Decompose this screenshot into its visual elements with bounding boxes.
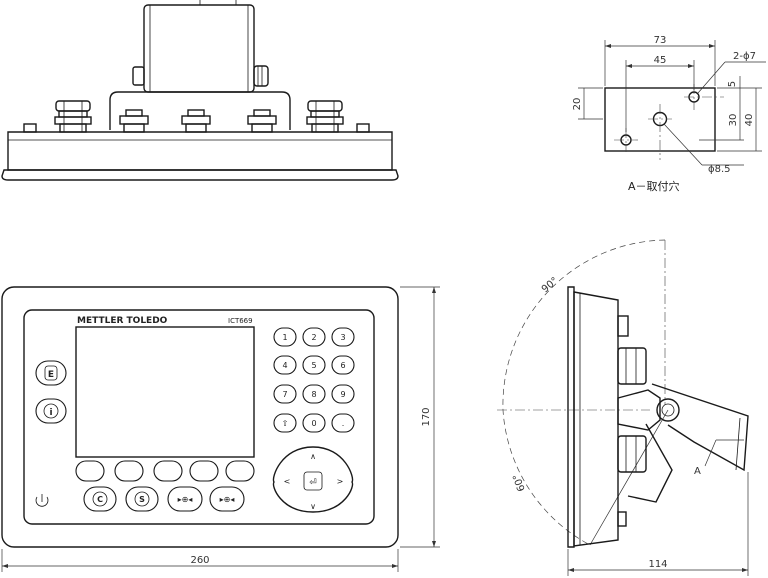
dim-width-label: 260 [190, 555, 209, 566]
function-key-1[interactable] [75, 460, 105, 482]
keypad-key-6[interactable]: 6 [331, 355, 355, 375]
svg-text:7: 7 [282, 390, 287, 399]
keypad-key-2[interactable]: 2 [302, 327, 326, 347]
keypad-key-0[interactable]: 0 [302, 413, 326, 433]
keypad-key-5[interactable]: 5 [302, 355, 326, 375]
keypad-key-7[interactable]: 7 [273, 384, 297, 404]
pivot-knob [656, 398, 680, 422]
nav-up-icon[interactable]: ∧ [310, 452, 316, 461]
numeric-keypad: 1 2 3 4 5 6 7 8 9 ⇧ 0 . [273, 327, 355, 433]
svg-text:S: S [139, 495, 145, 504]
function-key-4[interactable] [189, 460, 219, 482]
keypad-key-4[interactable]: 4 [273, 355, 297, 375]
bracket-plate [604, 87, 716, 152]
dim-30-label: 30 [728, 114, 739, 127]
svg-text:8: 8 [311, 390, 316, 399]
soft-key-clear[interactable]: C [83, 486, 117, 512]
keypad-key-1[interactable]: 1 [273, 327, 297, 347]
function-key-2[interactable] [114, 460, 144, 482]
connector-3 [247, 109, 277, 133]
svg-text:3: 3 [340, 333, 345, 342]
soft-key-zero[interactable]: ▸⊕◂ [167, 486, 203, 512]
dim-85-label: ϕ8.5 [708, 164, 731, 175]
cable-gland-left [54, 100, 92, 133]
svg-text:▸⊕◂: ▸⊕◂ [178, 495, 193, 504]
side-button-info[interactable]: E [35, 360, 67, 386]
front-view: METTLER TOLEDO ICT669 E i [1, 286, 440, 572]
svg-text:2: 2 [311, 333, 316, 342]
function-keys [75, 460, 255, 482]
dim-height-label: 170 [421, 407, 432, 426]
label-a: A [694, 466, 701, 477]
svg-text:E: E [48, 370, 54, 380]
nav-right-icon[interactable]: > [337, 477, 344, 486]
nav-left-icon[interactable]: < [284, 477, 291, 486]
dim-73-label: 73 [654, 35, 667, 46]
mounting-hole-detail: 73 45 2-ϕ7 20 40 30 5 ϕ8.5 A－取付穴 [572, 35, 766, 193]
angle-top-label: 90° [540, 275, 561, 295]
svg-text:0: 0 [311, 419, 316, 428]
hole-detail-caption: A－取付穴 [628, 179, 680, 193]
svg-text:▸⊕◂: ▸⊕◂ [220, 495, 235, 504]
svg-text:5: 5 [311, 361, 316, 370]
soft-key-tare[interactable]: ▸⊕◂ [209, 486, 245, 512]
model-label: ICT669 [228, 317, 253, 325]
keypad-key-shift[interactable]: ⇧ [273, 413, 297, 433]
svg-text:⏎: ⏎ [309, 478, 317, 488]
top-view [1, 0, 399, 181]
function-key-3[interactable] [153, 460, 183, 482]
nav-down-icon[interactable]: ∨ [310, 502, 316, 511]
mount-bracket [143, 4, 255, 93]
dim-20-label: 20 [572, 98, 583, 111]
side-button-i[interactable]: i [35, 398, 67, 424]
brand-label: METTLER TOLEDO [77, 316, 168, 326]
connector-2 [181, 109, 211, 133]
svg-text:.: . [342, 419, 345, 428]
connector-1 [119, 109, 149, 133]
outer-frame [1, 286, 399, 548]
angle-bottom-label: 60° [511, 472, 527, 492]
keypad-key-8[interactable]: 8 [302, 384, 326, 404]
soft-key-s[interactable]: S [125, 486, 159, 512]
keyboard-panel [23, 309, 375, 525]
navigation-pad[interactable]: ⏎ ∧ ∨ < > [272, 446, 354, 513]
dim-45-label: 45 [654, 55, 667, 66]
svg-text:1: 1 [282, 333, 287, 342]
cable-gland-right [306, 100, 344, 133]
svg-text:9: 9 [340, 390, 345, 399]
keypad-key-9[interactable]: 9 [331, 384, 355, 404]
side-view: 90° 60° A 114 [497, 239, 749, 576]
svg-text:6: 6 [340, 361, 345, 370]
dim-depth-label: 114 [648, 559, 667, 570]
svg-text:C: C [97, 495, 103, 504]
power-icon[interactable] [35, 494, 49, 507]
dim-40-label: 40 [744, 114, 755, 127]
dim-holes-label: 2-ϕ7 [733, 51, 756, 62]
keypad-key-3[interactable]: 3 [331, 327, 355, 347]
function-key-5[interactable] [225, 460, 255, 482]
display-screen [75, 326, 255, 458]
dim-5-label: 5 [727, 81, 738, 87]
svg-text:i: i [49, 408, 52, 418]
keypad-key-dot[interactable]: . [331, 413, 355, 433]
svg-text:⇧: ⇧ [282, 419, 289, 428]
svg-text:4: 4 [282, 361, 287, 370]
